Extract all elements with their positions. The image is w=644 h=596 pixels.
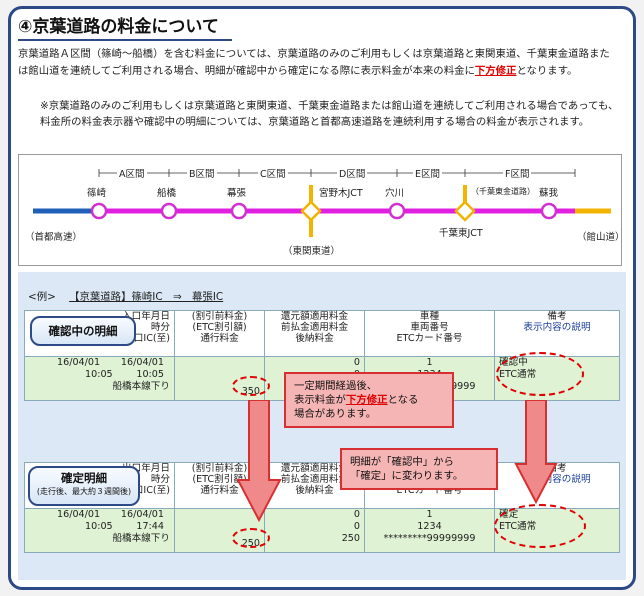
intro-text: 京葉道路Ａ区間（篠崎～船橋）を含む料金については、京葉道路のみのご利用もしくは京… xyxy=(18,46,618,80)
example-label: <例> 【京葉道路】篠崎IC ⇒ 幕張IC xyxy=(28,288,223,303)
confirmed-sublabel: (走行後、最大約３週間後) xyxy=(36,487,132,496)
header-vehicle: 車種 車両番号 ETCカード番号 xyxy=(364,310,495,357)
intro-highlight: 下方修正 xyxy=(474,65,517,77)
header-fee: (割引前料金) (ETC割引額) 通行料金 xyxy=(174,310,265,357)
station-soga xyxy=(540,202,558,220)
station-label-funabashi: 船橋 xyxy=(157,188,177,199)
section-a-label: A区間 xyxy=(117,166,147,180)
station-label-togane: （千葉東金道路） xyxy=(471,187,535,196)
fee-highlight-confirmed xyxy=(232,528,270,548)
confirming-label: 確認中の明細 xyxy=(30,316,136,346)
station-makuhari xyxy=(230,202,248,220)
notes-link[interactable]: 表示内容の説明 xyxy=(523,322,591,333)
junction-miyanogi xyxy=(300,200,322,222)
callout-status-change: 明細が「確認中」から 「確定」に変わります。 xyxy=(340,448,498,490)
section-b-label: B区間 xyxy=(187,166,217,180)
station-funabashi xyxy=(160,202,178,220)
connection-label-shuto: （首都高速） xyxy=(25,232,83,243)
station-label-miyanogi: 宮野木JCT xyxy=(319,188,363,199)
down-arrow-left xyxy=(236,400,282,522)
section-f-label: F区間 xyxy=(503,166,532,180)
cell-vehicle: 1 1234 *********99999999 xyxy=(364,508,495,553)
station-label-makuhari: 幕張 xyxy=(227,188,247,199)
intro-part2: となります。 xyxy=(516,65,578,77)
confirmed-label: 確定明細 (走行後、最大約３週間後) xyxy=(28,466,140,506)
cell-refund: 0 0 250 xyxy=(264,508,365,553)
connection-label-chibahigashi: 千葉東JCT xyxy=(439,228,483,239)
header-notes: 備考 表示内容の説明 xyxy=(494,462,620,509)
station-anagawa xyxy=(388,202,406,220)
section-c-label: C区間 xyxy=(258,166,288,180)
section-d-label: D区間 xyxy=(337,166,368,180)
station-label-anagawa: 穴川 xyxy=(385,188,405,199)
station-shinozaki xyxy=(90,202,108,220)
cell-date: 16/04/01 16/04/01 10:05 10:05 船橋本線下り xyxy=(24,356,175,401)
header-refund: 還元額適用料金 前払金適用料金 後納料金 xyxy=(264,310,365,357)
intro-part1: 京葉道路Ａ区間（篠崎～船橋）を含む料金については、京葉道路のみのご利用もしくは京… xyxy=(18,48,610,77)
cell-date: 16/04/01 16/04/01 10:05 17:44 船橋本線下り xyxy=(24,508,175,553)
down-arrow-right xyxy=(514,400,558,504)
station-label-shinozaki: 篠崎 xyxy=(87,188,107,199)
connection-label-higashikanto: （東関東道） xyxy=(283,246,341,257)
example-route: 【京葉道路】篠崎IC ⇒ 幕張IC xyxy=(69,291,224,303)
junction-chibahigashi xyxy=(454,200,476,222)
header-notes: 備考 表示内容の説明 xyxy=(494,310,620,357)
note-text: ※京葉道路のみのご利用もしくは京葉道路と東関東道、千葉東金道路または館山道を連続… xyxy=(40,100,619,128)
status-highlight-confirming xyxy=(496,352,584,396)
section-e-label: E区間 xyxy=(413,166,443,180)
route-map: A区間 B区間 C区間 D区間 E区間 F区間 篠崎 船橋 幕張 宮野木JCT … xyxy=(18,154,625,266)
example-panel: <例> 【京葉道路】篠崎IC ⇒ 幕張IC 入口年月日 時分 出口IC(至) (… xyxy=(18,272,626,580)
example-prefix: <例> xyxy=(28,291,56,303)
status-highlight-confirmed xyxy=(494,504,586,548)
notes-link[interactable]: 表示内容の説明 xyxy=(523,474,591,485)
fee-highlight-confirming xyxy=(232,376,270,396)
connection-label-tateyama: （館山道） xyxy=(577,232,625,243)
station-label-soga: 蘇我 xyxy=(539,188,559,199)
callout-fee-revision: 一定期間経過後、 表示料金が下方修正となる 場合があります。 xyxy=(284,372,454,428)
page-title: ④京葉道路の料金について xyxy=(18,12,232,41)
